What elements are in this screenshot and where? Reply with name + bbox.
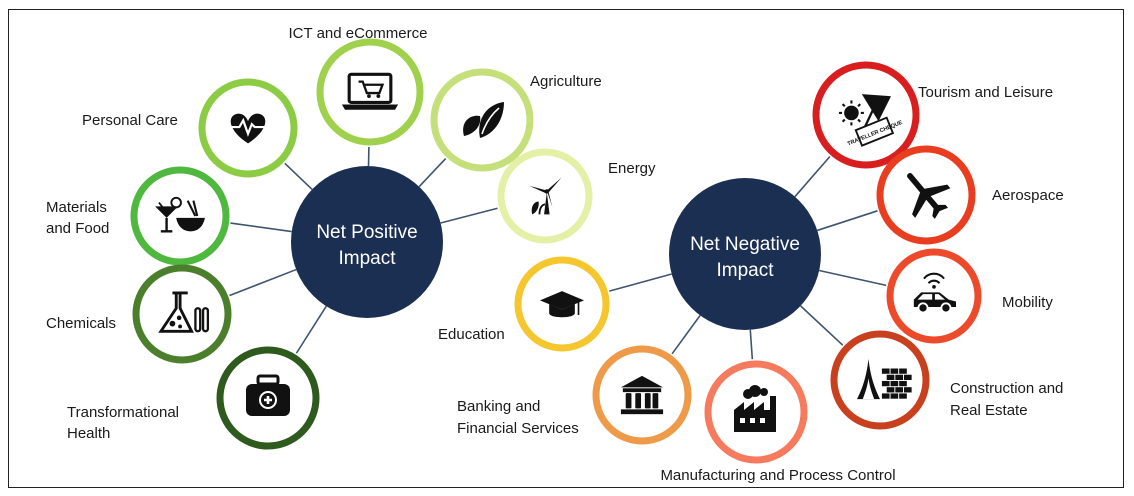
connector-energy — [440, 207, 498, 224]
airplane-icon — [907, 172, 951, 219]
sector-label-materials-food: and Food — [46, 220, 109, 237]
negative-hub-line2: Impact — [716, 260, 774, 281]
sector-label-manufacturing: Manufacturing and Process Control — [660, 467, 895, 484]
sector-label-aerospace: Aerospace — [992, 187, 1064, 204]
laptop-cart-icon — [341, 72, 399, 110]
building-bricks-icon — [857, 358, 912, 400]
sector-label-personal-care: Personal Care — [82, 112, 178, 129]
factory-icon — [734, 385, 776, 432]
flask-icon — [158, 291, 210, 333]
connector-chemicals — [229, 268, 297, 297]
sector-node-personal-care — [198, 78, 298, 178]
connector-construction — [800, 305, 844, 346]
sector-ring — [497, 148, 593, 244]
sector-node-manufacturing — [704, 360, 808, 464]
medical-kit-icon — [246, 374, 290, 416]
connector-aerospace — [817, 210, 878, 232]
sector-ring — [812, 61, 920, 169]
sector-label-agriculture: Agriculture — [530, 73, 602, 90]
bank-icon — [620, 375, 664, 415]
connector-personal-care — [284, 162, 313, 191]
sector-node-energy — [497, 148, 593, 244]
wind-turbine-icon — [529, 177, 562, 215]
cocktail-bowl-icon — [155, 196, 205, 233]
sector-label-health: Health — [67, 425, 110, 442]
leaves-icon — [463, 102, 504, 138]
sector-ring — [592, 345, 692, 445]
sector-node-mobility — [886, 248, 982, 344]
connected-car-icon — [913, 272, 956, 314]
sector-label-construction: Construction and — [950, 380, 1063, 397]
connector-agriculture — [418, 158, 447, 188]
sector-label-materials-food: Materials — [46, 199, 107, 216]
connectors — [229, 146, 887, 360]
sector-node-banking — [592, 345, 692, 445]
sector-label-health: Transformational — [67, 404, 179, 421]
connector-education — [609, 273, 672, 292]
sector-label-tourism: Tourism and Leisure — [918, 84, 1053, 101]
sector-label-banking: Financial Services — [457, 420, 579, 437]
sector-ring — [830, 330, 930, 430]
heart-pulse-icon — [228, 113, 268, 144]
sector-node-agriculture — [430, 68, 534, 172]
connector-manufacturing — [749, 329, 754, 360]
sector-label-construction: Real Estate — [950, 402, 1028, 419]
sector-ring — [130, 166, 230, 266]
sector-node-tourism: TRAVELLER CHEQUE — [812, 61, 920, 169]
sector-node-health — [216, 346, 320, 450]
sector-node-education — [514, 256, 610, 352]
positive-hub-line2: Impact — [338, 248, 396, 269]
graduation-cap-icon — [540, 291, 584, 318]
sector-label-chemicals: Chemicals — [46, 315, 116, 332]
sector-node-construction — [830, 330, 930, 430]
connector-banking — [671, 314, 701, 355]
sector-node-chemicals — [132, 264, 232, 364]
sector-label-education: Education — [438, 326, 505, 343]
sector-node-aerospace — [876, 145, 976, 245]
connector-materials-food — [230, 222, 292, 233]
connector-mobility — [819, 269, 887, 287]
sector-node-materials-food — [130, 166, 230, 266]
sector-label-mobility: Mobility — [1002, 294, 1053, 311]
sector-label-energy: Energy — [608, 160, 656, 177]
connector-tourism — [794, 155, 831, 198]
negative-hub-line1: Net Negative — [690, 234, 800, 255]
connector-health — [295, 305, 327, 354]
sector-nodes: TRAVELLER CHEQUE — [130, 38, 982, 464]
sector-node-ict — [316, 38, 424, 146]
positive-hub-line1: Net Positive — [316, 222, 417, 243]
sector-label-ict: ICT and eCommerce — [289, 25, 428, 42]
sector-label-banking: Banking and — [457, 398, 540, 415]
